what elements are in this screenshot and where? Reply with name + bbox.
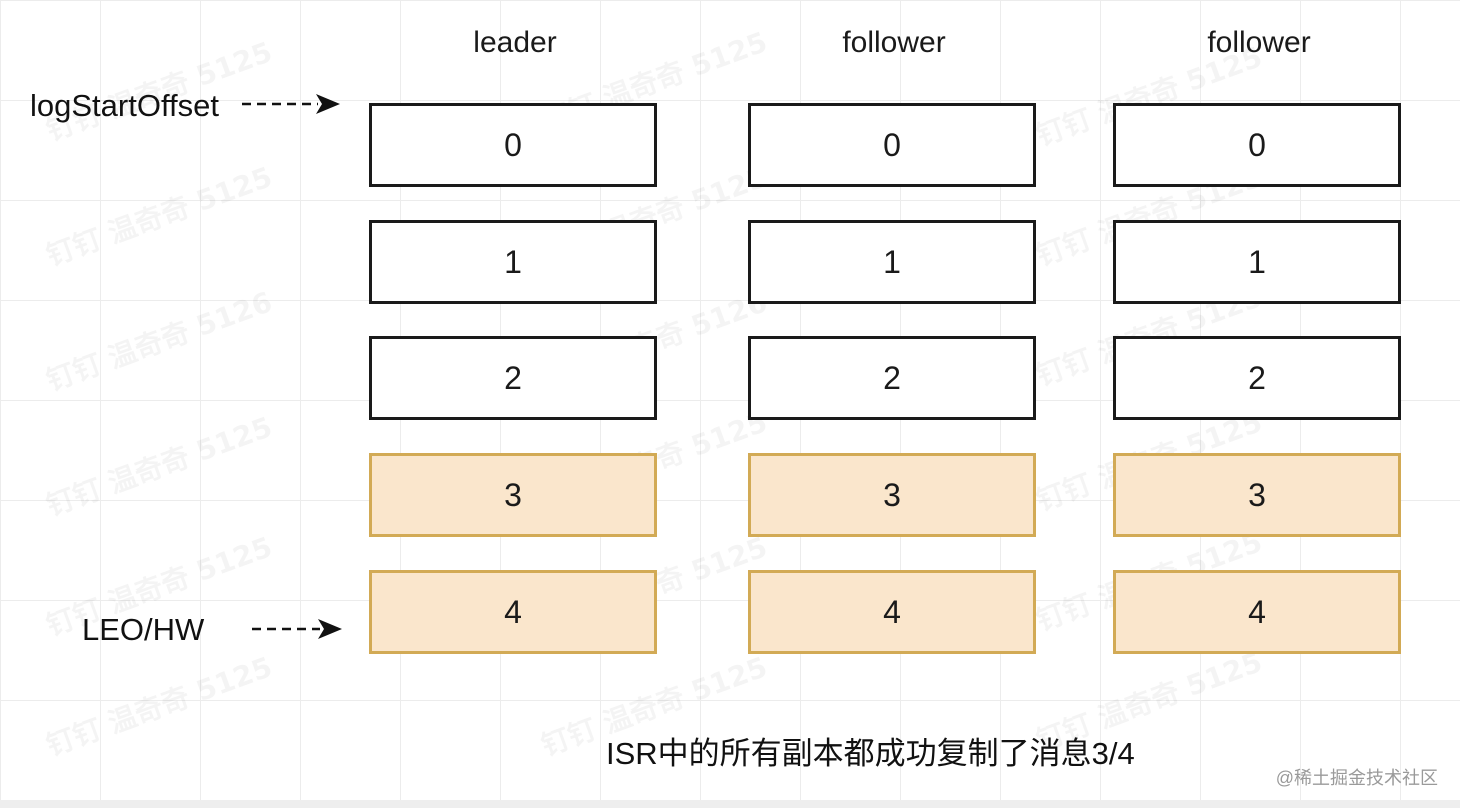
log-start-offset-label: logStartOffset xyxy=(30,88,219,123)
watermark: 钉钉 温奇奇 5125 xyxy=(40,406,277,525)
column-header-follower-2: follower xyxy=(1207,26,1311,59)
leader-offset-3: 3 xyxy=(369,453,657,537)
follower-1-offset-4: 4 xyxy=(748,570,1036,654)
leo-hw-label: LEO/HW xyxy=(82,612,205,647)
follower-1-offset-0: 0 xyxy=(748,103,1036,187)
log-start-offset-arrow-icon xyxy=(242,94,340,114)
leo-hw-arrow-icon xyxy=(252,619,342,639)
watermark: 钉钉 温奇奇 5125 xyxy=(40,156,277,275)
follower-2-offset-3: 3 xyxy=(1113,453,1401,537)
leader-offset-4: 4 xyxy=(369,570,657,654)
follower-2-offset-2: 2 xyxy=(1113,336,1401,420)
follower-1-offset-2: 2 xyxy=(748,336,1036,420)
follower-2-offset-0: 0 xyxy=(1113,103,1401,187)
leader-offset-2: 2 xyxy=(369,336,657,420)
follower-1-offset-1: 1 xyxy=(748,220,1036,304)
follower-2-offset-4: 4 xyxy=(1113,570,1401,654)
column-header-follower-1: follower xyxy=(842,26,946,59)
follower-2-offset-1: 1 xyxy=(1113,220,1401,304)
watermark: 钉钉 温奇奇 5125 xyxy=(40,646,277,765)
watermark: 钉钉 温奇奇 5126 xyxy=(40,281,277,400)
leader-offset-1: 1 xyxy=(369,220,657,304)
source-credit: @稀土掘金技术社区 xyxy=(1275,768,1438,788)
leader-offset-0: 0 xyxy=(369,103,657,187)
diagram-caption: ISR中的所有副本都成功复制了消息3/4 xyxy=(606,736,1135,771)
column-header-leader: leader xyxy=(473,26,557,59)
bottom-bar xyxy=(0,800,1460,808)
follower-1-offset-3: 3 xyxy=(748,453,1036,537)
